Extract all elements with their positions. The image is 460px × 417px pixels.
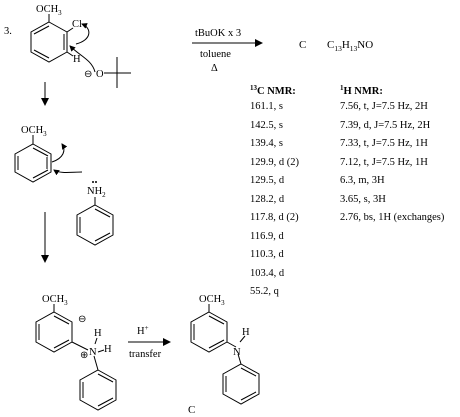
- carbanion-charge: ⊖: [78, 314, 86, 325]
- c13-nmr-peak: 129.5, d: [250, 175, 285, 186]
- methoxy-label-4: OCH3: [199, 294, 225, 307]
- methoxy-label: OCH3: [36, 4, 62, 17]
- benzyne-structure: [14, 135, 52, 183]
- molecular-formula: C13H13NO: [327, 39, 373, 53]
- zwitterion-structure: [35, 304, 117, 411]
- amine-nitrogen: N: [233, 347, 241, 358]
- transfer-label: transfer: [129, 349, 162, 360]
- hydrogen-label: H: [73, 54, 81, 65]
- h1-nmr-title: 1H NMR:: [340, 84, 383, 97]
- c13-nmr-peak: 129.9, d (2): [250, 156, 299, 168]
- lone-pair-dot-2: [95, 181, 97, 183]
- curved-arrow-benzyne: [51, 143, 68, 163]
- c13-nmr-peak: 103.4, d: [250, 267, 285, 279]
- c13-nmr-peak: 161.1, s: [250, 101, 283, 112]
- ammonium-h-top: H: [94, 328, 102, 339]
- c13-nmr-peak: 116.9, d: [250, 230, 284, 242]
- c13-nmr-title: 13C NMR:: [250, 84, 296, 97]
- c13-nmr-peak: 128.2, d: [250, 193, 285, 205]
- c13-nmr-peak: 110.3, d: [250, 249, 284, 260]
- h1-nmr-peak: 7.12, t, J=7.5 Hz, 1H: [340, 156, 428, 168]
- h1-nmr-peak: 6.3, m, 3H: [340, 175, 385, 186]
- reagent-label: tBuOK x 3: [195, 28, 241, 39]
- proton-reagent: H+: [137, 324, 149, 337]
- tert-butyl-group: [104, 57, 131, 88]
- chlorine-label: Cl: [72, 19, 82, 30]
- aniline-structure: [76, 197, 114, 246]
- h1-nmr-peak: 2.76, bs, 1H (exchanges): [340, 212, 445, 223]
- ammonium-charge: ⊕: [80, 350, 88, 361]
- amine-hydrogen: H: [242, 327, 250, 338]
- h1-nmr-peak: 3.65, s, 3H: [340, 193, 386, 205]
- heat-symbol: Δ: [211, 63, 218, 74]
- c13-nmr-peak: 139.4, s: [250, 138, 283, 149]
- chloroanisole-structure: [30, 14, 74, 63]
- product-structure: [190, 304, 260, 405]
- lone-pair-dot: [92, 181, 94, 183]
- h1-nmr-peak: 7.39, d, J=7.5 Hz, 2H: [340, 119, 431, 131]
- curved-arrow-deprotonation: [69, 45, 96, 73]
- h1-nmr-peak: 7.56, t, J=7.5 Hz, 2H: [340, 101, 428, 112]
- curved-arrow-chloride: [75, 23, 90, 45]
- nh2-label: NH2: [87, 186, 106, 199]
- product-letter: C: [299, 39, 306, 51]
- h1-nmr-peak: 7.33, t, J=7.5 Hz, 1H: [340, 138, 428, 149]
- ammonium-nitrogen: N: [89, 347, 97, 358]
- c13-nmr-peak: 142.5, s: [250, 119, 283, 131]
- solvent-label: toluene: [200, 49, 231, 60]
- methoxy-label-3: OCH3: [42, 294, 68, 307]
- c13-nmr-peak: 55.2, q: [250, 286, 279, 297]
- curved-arrow-amine-attack: [53, 169, 83, 176]
- anion-charge: ⊖: [84, 69, 92, 80]
- methoxy-label-2: OCH3: [21, 125, 47, 138]
- product-label: C: [188, 404, 195, 416]
- tbuo-oxygen-label: O: [96, 69, 104, 80]
- problem-number: 3.: [4, 26, 12, 37]
- ammonium-h-right: H: [104, 344, 112, 355]
- c13-nmr-peak: 117.8, d (2): [250, 212, 299, 223]
